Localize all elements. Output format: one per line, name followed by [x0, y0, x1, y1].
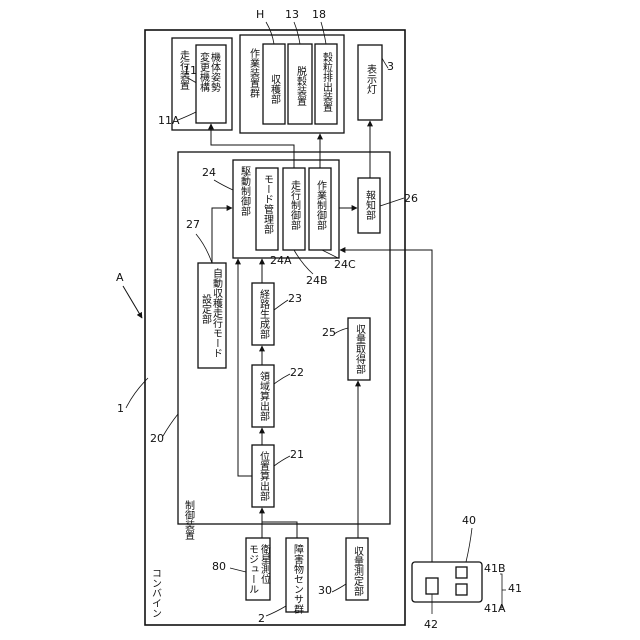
travel-control-ref: 24B	[306, 274, 328, 287]
gnss-module-ref: 80	[212, 560, 226, 573]
obstacle-sensors-ref: 2	[258, 612, 265, 625]
grain-discharge-ref: 18	[312, 8, 326, 21]
combine-ref: 1	[117, 402, 124, 415]
yield-acquirer-label: 収量取得部	[354, 324, 366, 375]
terminal-box	[412, 562, 482, 602]
terminal-screen-ref: 42	[424, 618, 438, 631]
attitude-mechanism-ref: 11A	[158, 114, 180, 127]
control-unit-ref: 20	[150, 432, 164, 445]
yield-meter-label: 収量測定部	[352, 546, 364, 597]
position-calculator-label: 位置算出部	[258, 450, 270, 502]
figure-arrow	[123, 286, 142, 318]
work-control-ref: 24C	[334, 258, 356, 271]
terminal-button-a	[456, 584, 467, 595]
gnss-module-label2: モジュール	[247, 544, 259, 594]
mode-manager-label: モード管理部	[262, 174, 274, 235]
terminal-button-b-ref: 41B	[484, 562, 506, 575]
gnss-module-label1: 衛星測位	[259, 543, 271, 584]
terminal-buttons-ref: 41	[508, 582, 522, 595]
terminal-ref: 40	[462, 514, 476, 527]
work-group-label: 作業装置群	[248, 48, 260, 99]
mode-manager-ref: 24A	[270, 254, 292, 267]
indicator-lamp-label: 表示灯	[365, 63, 377, 95]
route-generator-ref: 23	[288, 292, 302, 305]
terminal-leader	[466, 528, 472, 562]
yield-meter-ref: 30	[318, 584, 332, 597]
travel-device-ref: 11	[183, 64, 197, 77]
obstacle-sensors-leader	[266, 606, 286, 616]
attitude-mechanism-label1: 機体姿勢	[209, 51, 221, 93]
route-generator-label: 経路生成部	[258, 288, 270, 340]
auto-mode-setter-label1: 自動収穫走行モード	[211, 267, 223, 358]
indicator-lamp-ref: 3	[387, 60, 394, 73]
obstacle-sensors-label: 障害物センサ群	[292, 543, 304, 615]
control-unit-label: 制御装置	[183, 499, 195, 540]
position-calculator-ref: 21	[290, 448, 304, 461]
attitude-mechanism-label2: 変更機構	[198, 51, 210, 92]
travel-control-label: 走行制御部	[289, 180, 301, 231]
terminal-button-a-ref: 41A	[484, 602, 506, 615]
drive-control-ref: 24	[202, 166, 216, 179]
control-unit-leader	[163, 414, 178, 436]
harvester-ref: H	[256, 8, 264, 21]
drive-control-label: 駆動制御部	[239, 166, 251, 217]
area-calculator-label: 領域算出部	[258, 370, 270, 422]
figure-label: A	[116, 271, 124, 284]
combine-label: コンバイン	[150, 568, 162, 618]
notification-ref: 26	[404, 192, 418, 205]
notification-label: 報知部	[364, 190, 376, 221]
grain-discharge-label: 穀粒排出装置	[321, 51, 333, 112]
auto-mode-setter-ref: 27	[186, 218, 200, 231]
yield-meter-leader	[332, 584, 346, 592]
terminal-screen	[426, 578, 438, 594]
auto-mode-setter-label2: 設定部	[200, 293, 212, 325]
thresher-ref: 13	[285, 8, 299, 21]
yield-acquirer-ref: 25	[322, 326, 336, 339]
thresher-label: 脱穀装置	[295, 65, 307, 106]
gnss-module-leader	[230, 568, 246, 572]
area-calculator-ref: 22	[290, 366, 304, 379]
harvester-label: 収穫部	[269, 74, 281, 105]
terminal-button-b	[456, 567, 467, 578]
work-control-label: 作業制御部	[315, 180, 327, 231]
